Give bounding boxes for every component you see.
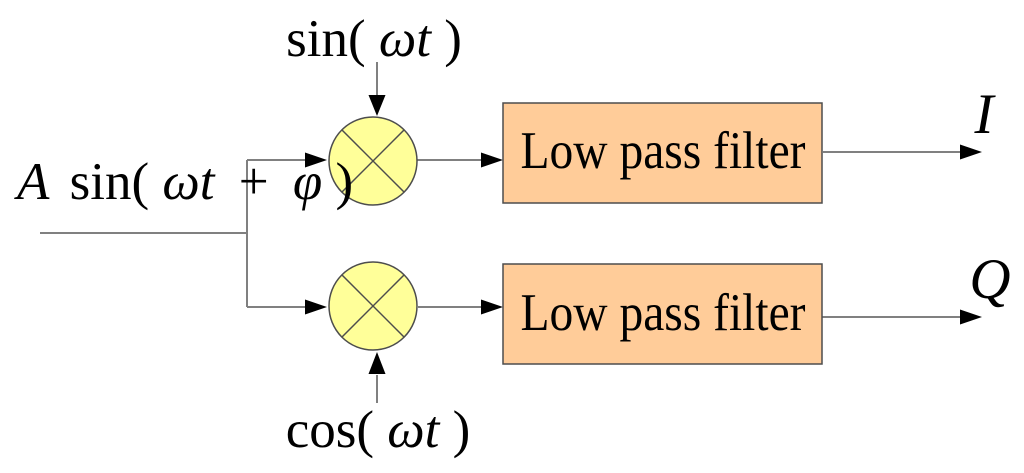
arrow-into-top-filter-icon — [481, 152, 503, 168]
top-filter-label: Low pass filter — [521, 122, 806, 180]
arrow-sin-carrier-icon — [368, 95, 386, 116]
cos-arg: ωt — [387, 401, 440, 459]
arrow-cos-carrier-icon — [368, 352, 386, 374]
input-phase: φ — [293, 153, 322, 211]
input-plus: + — [239, 153, 269, 211]
top-filter-box — [502, 102, 823, 204]
sin-func-open: sin( — [286, 10, 366, 68]
cos-func-open: cos( — [286, 401, 374, 459]
arrow-into-bottom-filter-icon — [481, 299, 503, 315]
sin-close: ) — [444, 10, 462, 68]
bottom-filter-box — [502, 263, 823, 365]
input-func-open: sin( — [70, 153, 150, 211]
bottom-filter-label: Low pass filter — [521, 284, 806, 342]
input-signal-label: A sin( ωt + φ ) — [14, 153, 353, 211]
multiplier-cross-icon — [341, 129, 405, 193]
arrow-into-bottom-multiplier-icon — [305, 299, 327, 315]
cos-close: ) — [453, 401, 471, 459]
input-close: ) — [336, 153, 354, 211]
arrow-into-top-multiplier-icon — [305, 152, 327, 168]
arrowheads — [305, 95, 982, 374]
wires — [40, 62, 961, 403]
sin-carrier-label: sin( ωt ) — [286, 10, 462, 68]
multiplier-cross-icon — [341, 274, 405, 338]
cos-carrier-label: cos( ωt ) — [286, 401, 471, 459]
input-amplitude: A — [14, 153, 50, 211]
arrow-output-i-icon — [960, 144, 982, 160]
sin-arg: ωt — [379, 10, 432, 68]
input-arg: ωt — [162, 153, 215, 211]
arrow-output-q-icon — [960, 309, 982, 325]
top-multiplier — [328, 116, 418, 206]
output-q-label: Q — [969, 248, 1010, 311]
output-i-label: I — [974, 83, 997, 146]
bottom-multiplier — [328, 261, 418, 351]
